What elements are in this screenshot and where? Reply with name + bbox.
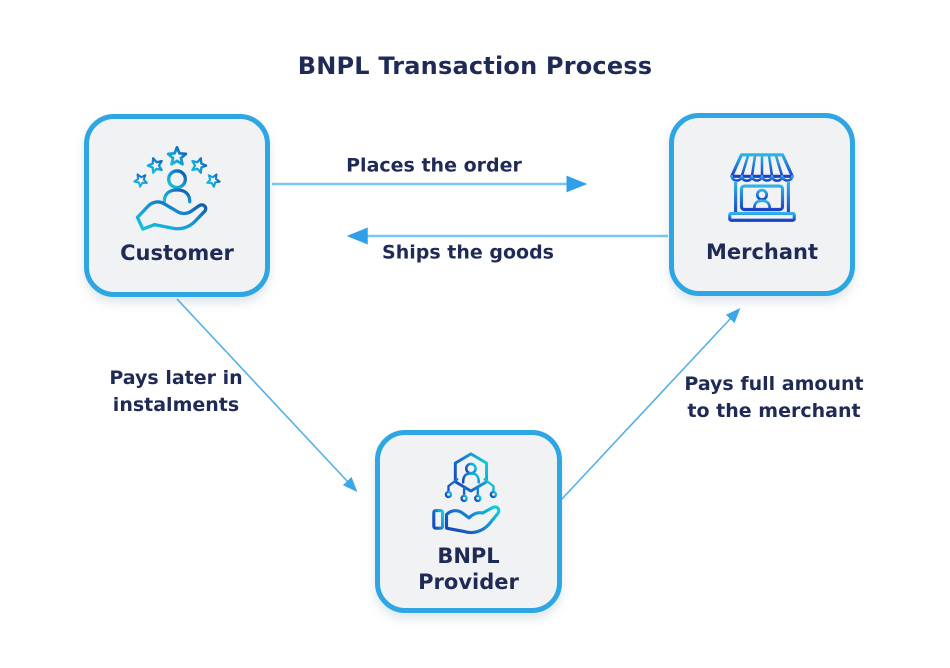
node-merchant: Merchant [669, 113, 855, 296]
edge-label-pays-full-amount: Pays full amount to the merchant [684, 373, 864, 422]
edge-label-ships-the-goods: Ships the goods [382, 241, 554, 264]
edge-label-places-the-order: Places the order [346, 154, 522, 177]
node-customer: Customer [84, 114, 270, 297]
bnpl-provider-hand-network-icon [431, 451, 500, 534]
node-label-bnpl-provider: BNPL Provider [418, 543, 519, 594]
customer-stars-hand-icon [131, 145, 223, 231]
node-label-merchant: Merchant [705, 239, 819, 264]
node-label-customer: Customer [120, 240, 234, 265]
node-bnpl-provider: BNPL Provider [375, 430, 562, 613]
merchant-storefront-icon [728, 152, 796, 222]
edge-label-pays-later-in-instalments: Pays later in instalments [109, 367, 243, 416]
diagram-title: BNPL Transaction Process [297, 52, 653, 80]
